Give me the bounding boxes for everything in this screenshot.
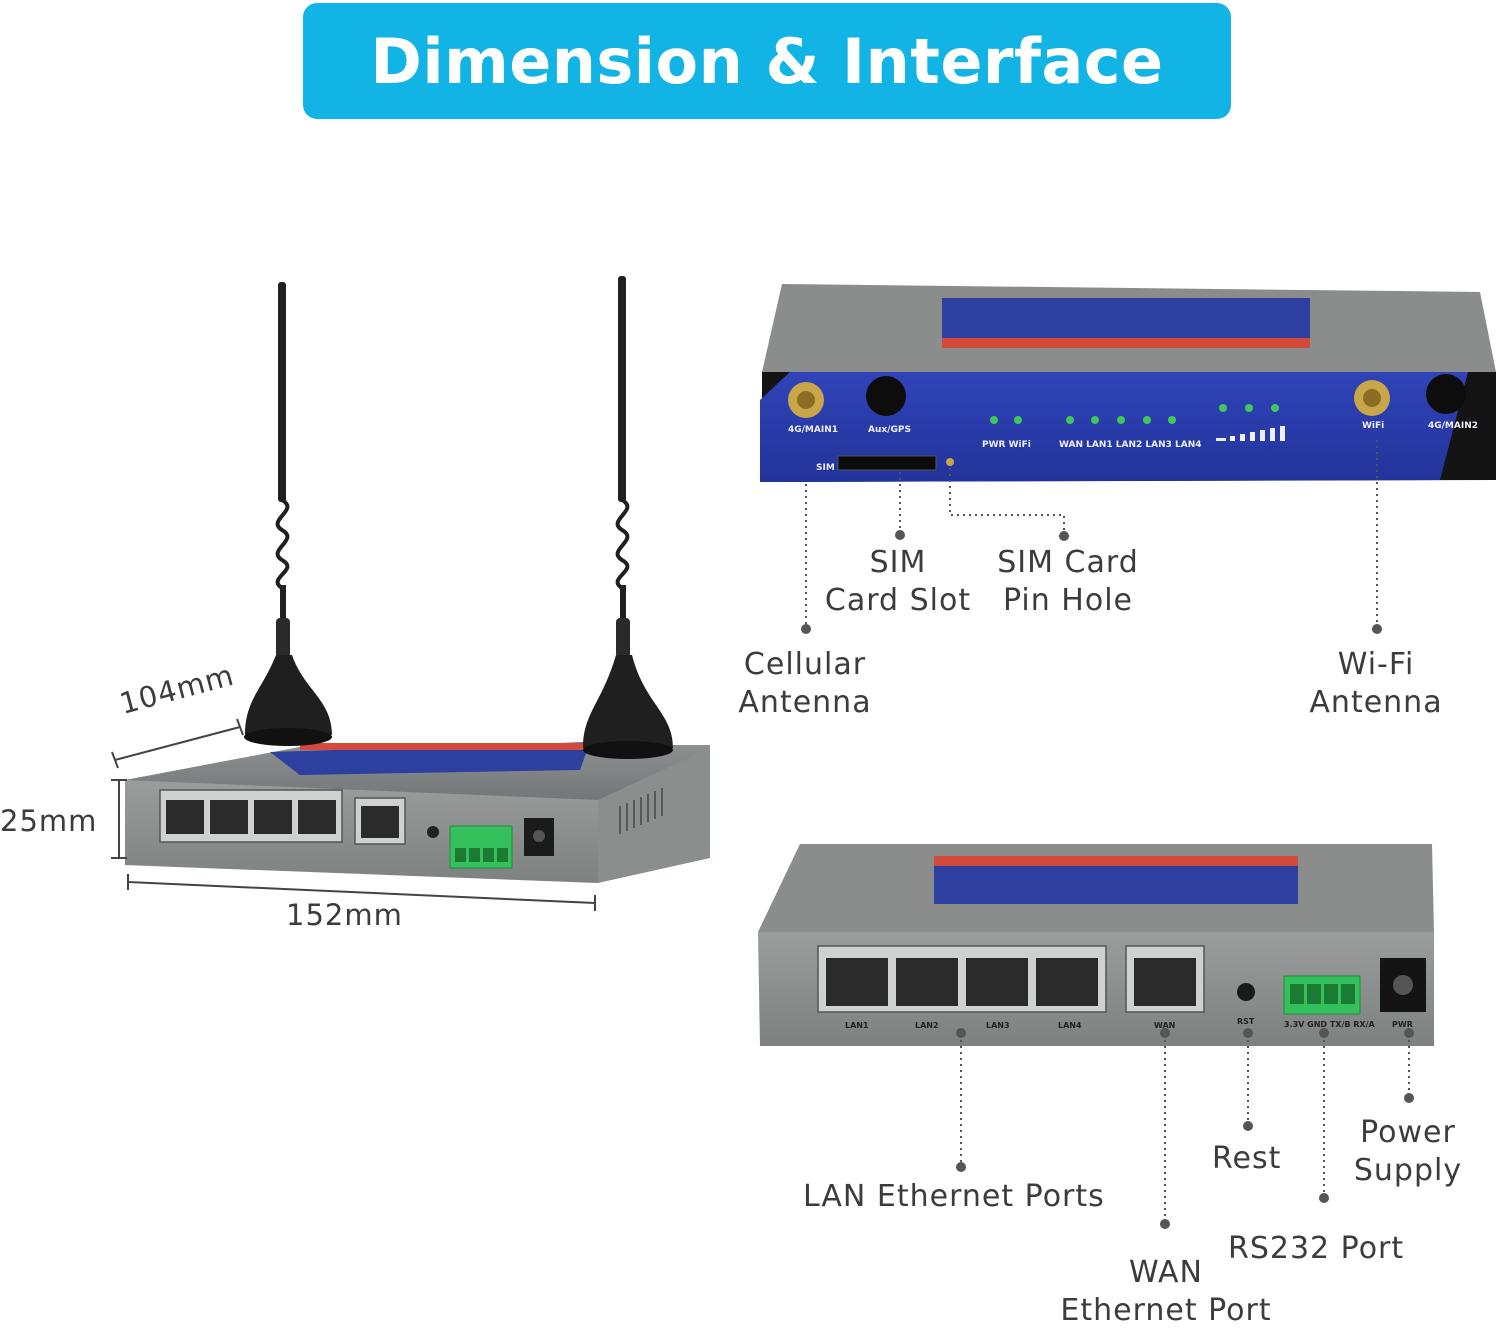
wan-port-text: WAN Ethernet Port [1060, 1255, 1272, 1328]
svg-text:LAN1: LAN1 [845, 1021, 869, 1030]
svg-text:4G/MAIN1: 4G/MAIN1 [788, 425, 838, 435]
sim-slot-text: SIM Card Slot [824, 545, 972, 618]
antenna-left [244, 282, 332, 746]
lan-ports-label: LAN Ethernet Ports [803, 1179, 1105, 1214]
router-3d-view [111, 276, 710, 911]
power-supply-label: Power Supply [1338, 1114, 1478, 1190]
page-title: Dimension & Interface [370, 24, 1164, 98]
rs232-label: RS232 Port [1228, 1231, 1405, 1266]
width-label: 152mm [286, 898, 403, 932]
sim-card-slot-label: SIM Card Slot [818, 544, 978, 620]
sim-pin-text: SIM Card Pin Hole [997, 545, 1139, 618]
wifi-antenna-text: Wi-Fi Antenna [1309, 647, 1443, 720]
cellular-antenna-text: Cellular Antenna [738, 647, 872, 720]
svg-text:3.3V GND TX/B RX/A: 3.3V GND TX/B RX/A [1284, 1020, 1376, 1029]
dimension-lines [111, 718, 596, 911]
rest-label: Rest [1212, 1141, 1282, 1176]
power-supply-text: Power Supply [1353, 1115, 1463, 1188]
svg-text:Aux/GPS: Aux/GPS [868, 425, 911, 435]
svg-text:WAN LAN1 LAN2 LAN3 LAN4: WAN LAN1 LAN2 LAN3 LAN4 [1059, 440, 1202, 450]
router-rear-view: LAN1 LAN2 LAN3 LAN4 WAN RST 3.3V GND TX/… [758, 844, 1434, 1229]
height-label: 25mm [0, 804, 98, 838]
svg-text:RST: RST [1237, 1017, 1255, 1026]
router-front-view: 4G/MAIN1 Aux/GPS PWR WiFi WAN LAN1 LAN2 … [760, 284, 1496, 634]
svg-text:PWR: PWR [1392, 1020, 1413, 1029]
svg-text:SIM: SIM [816, 463, 835, 473]
antenna-right [583, 276, 673, 759]
svg-text:WAN: WAN [1154, 1021, 1175, 1030]
svg-text:WiFi: WiFi [1362, 421, 1384, 431]
wifi-antenna-label: Wi-Fi Antenna [1296, 646, 1456, 722]
svg-text:LAN3: LAN3 [986, 1021, 1010, 1030]
svg-text:LAN2: LAN2 [915, 1021, 939, 1030]
sim-pin-hole-label: SIM Card Pin Hole [988, 544, 1148, 620]
header-banner: Dimension & Interface [303, 3, 1231, 119]
cellular-antenna-label: Cellular Antenna [720, 646, 890, 722]
svg-text:4G/MAIN2: 4G/MAIN2 [1428, 421, 1478, 431]
svg-text:LAN4: LAN4 [1058, 1021, 1082, 1030]
wan-port-label: WAN Ethernet Port [1048, 1254, 1284, 1330]
svg-text:PWR WiFi: PWR WiFi [982, 440, 1031, 450]
